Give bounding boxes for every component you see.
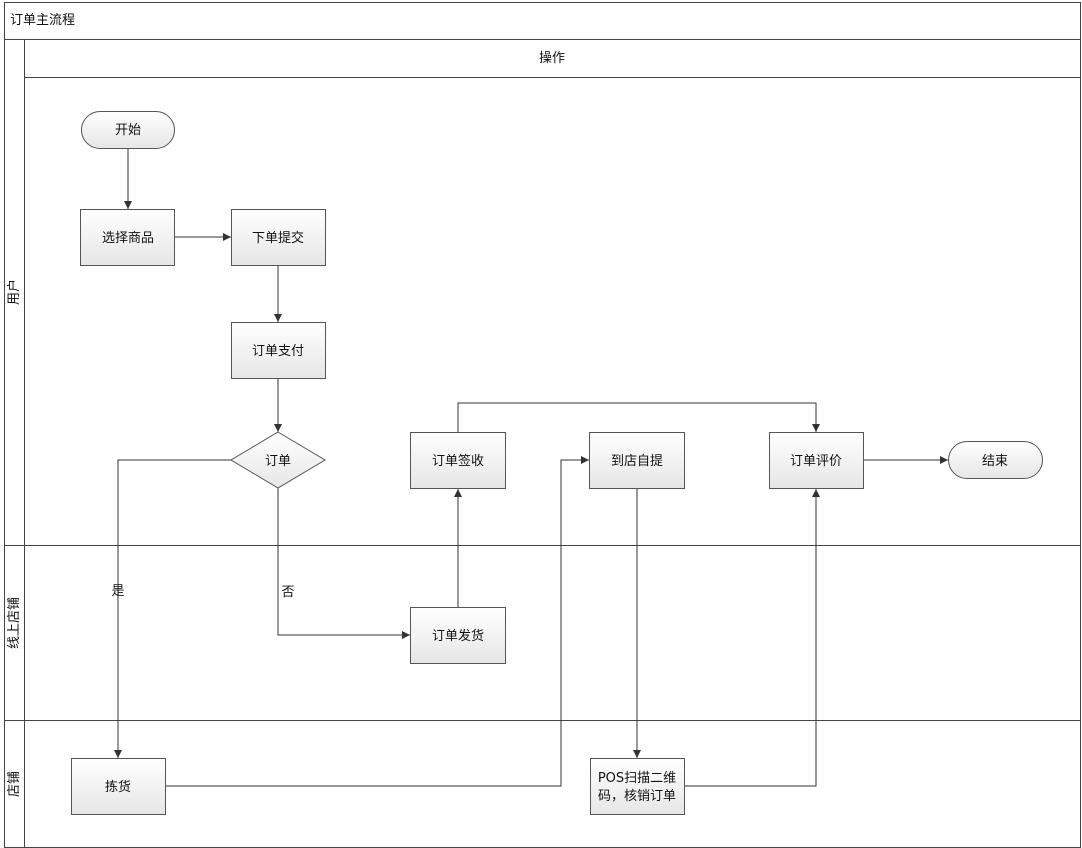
diagram-title: 订单主流程 <box>10 13 75 28</box>
node-end: 结束 <box>948 441 1043 479</box>
edge-label-no: 否 <box>281 585 294 600</box>
lane-label-store: 店铺 <box>7 771 22 797</box>
node-self-pickup: 到店自提 <box>589 432 685 489</box>
node-pos-scan-label-line2: 码，核销订单 <box>598 789 676 804</box>
node-sign-order: 订单签收 <box>410 432 506 489</box>
edge-decision-yes-to-pick <box>114 459 231 758</box>
node-review-order: 订单评价 <box>769 432 864 489</box>
node-end-label: 结束 <box>982 454 1008 469</box>
edge-sign-to-review <box>457 402 820 432</box>
edge-decision-no-to-ship <box>277 488 410 639</box>
phase-header-label: 操作 <box>539 50 565 66</box>
node-start-label: 开始 <box>115 123 141 138</box>
node-submit-order-label: 下单提交 <box>252 230 304 246</box>
edge-pick-to-pickup <box>166 456 589 787</box>
lane-label-online-store: 线上店铺 <box>7 597 22 649</box>
node-pay-order-label: 订单支付 <box>252 344 304 359</box>
node-review-order-label: 订单评价 <box>790 454 842 469</box>
node-select-goods: 选择商品 <box>80 209 175 266</box>
node-pick-goods: 拣货 <box>71 758 166 815</box>
node-order-decision-label: 订单 <box>265 454 291 469</box>
node-sign-order-label: 订单签收 <box>432 453 484 469</box>
node-order-decision: 订单 <box>230 431 326 489</box>
node-pick-goods-label: 拣货 <box>105 779 131 795</box>
node-pay-order: 订单支付 <box>231 322 326 379</box>
node-start: 开始 <box>81 111 175 149</box>
node-ship-order: 订单发货 <box>410 607 506 664</box>
node-ship-order-label: 订单发货 <box>432 628 484 644</box>
lane-label-user: 用户 <box>6 279 22 305</box>
node-submit-order: 下单提交 <box>231 209 326 266</box>
node-select-goods-label: 选择商品 <box>102 231 154 246</box>
edges <box>114 149 948 787</box>
edge-label-yes: 是 <box>111 584 124 599</box>
node-pos-scan: POS扫描二维 码，核销订单 <box>590 758 685 815</box>
edge-pos-to-review <box>685 489 820 787</box>
node-pos-scan-label-line1: POS扫描二维 <box>598 771 676 786</box>
node-self-pickup-label: 到店自提 <box>611 453 663 469</box>
